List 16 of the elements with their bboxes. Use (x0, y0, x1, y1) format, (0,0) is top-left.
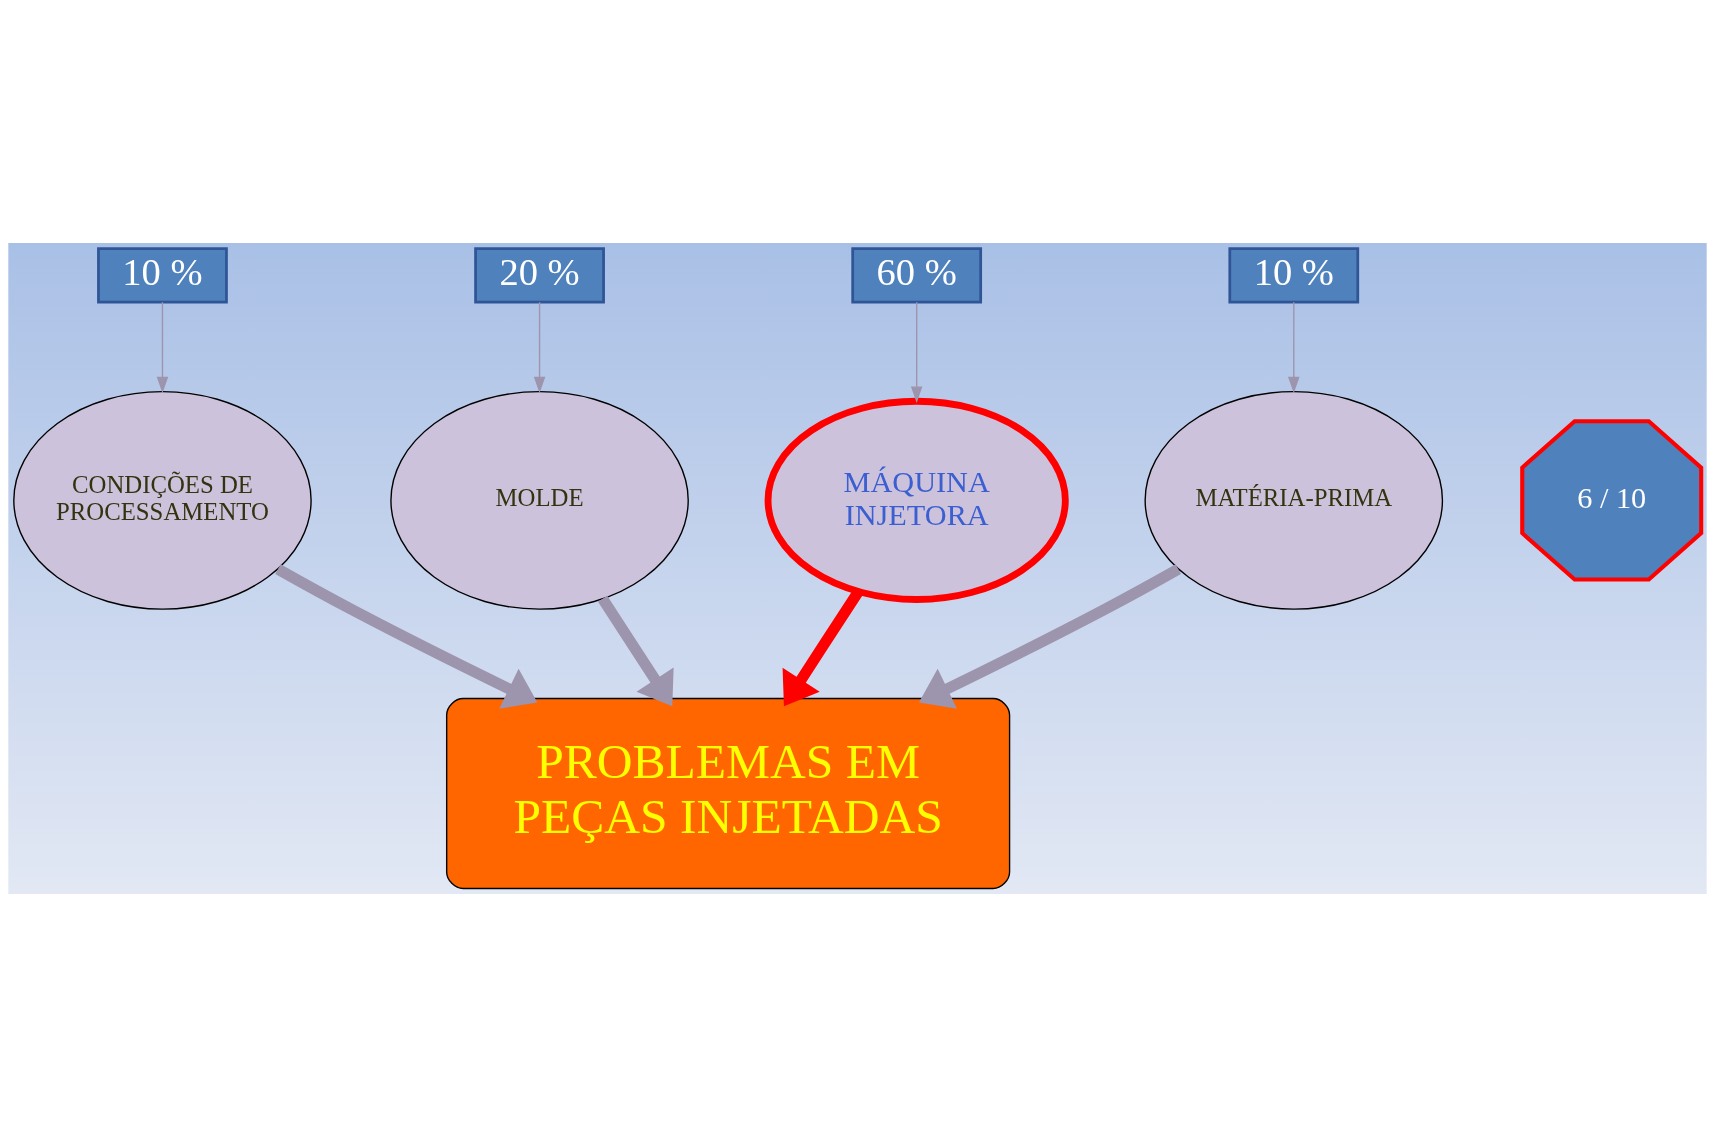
node-ellipse: MOLDE (390, 390, 689, 610)
arrow (918, 564, 1181, 709)
arrow (533, 301, 546, 394)
node-box: PROBLEMAS EM PEÇAS INJETADAS (446, 697, 1011, 890)
node-ellipse: MATÉRIA-PRIMA (1144, 390, 1444, 610)
arrow (910, 301, 923, 403)
arrow (275, 564, 538, 709)
node-ellipse: CONDIÇÕES DE PROCESSAMENTO (13, 390, 312, 610)
arrow (598, 595, 674, 707)
node-ellipse: MÁQUINA INJETORA (764, 397, 1069, 603)
arrow (156, 301, 169, 394)
arrow (1288, 301, 1300, 394)
node-box: 10 % (97, 247, 228, 304)
node-box: 10 % (1228, 247, 1360, 304)
node-box: 60 % (851, 247, 983, 304)
node-box: 20 % (474, 247, 605, 304)
